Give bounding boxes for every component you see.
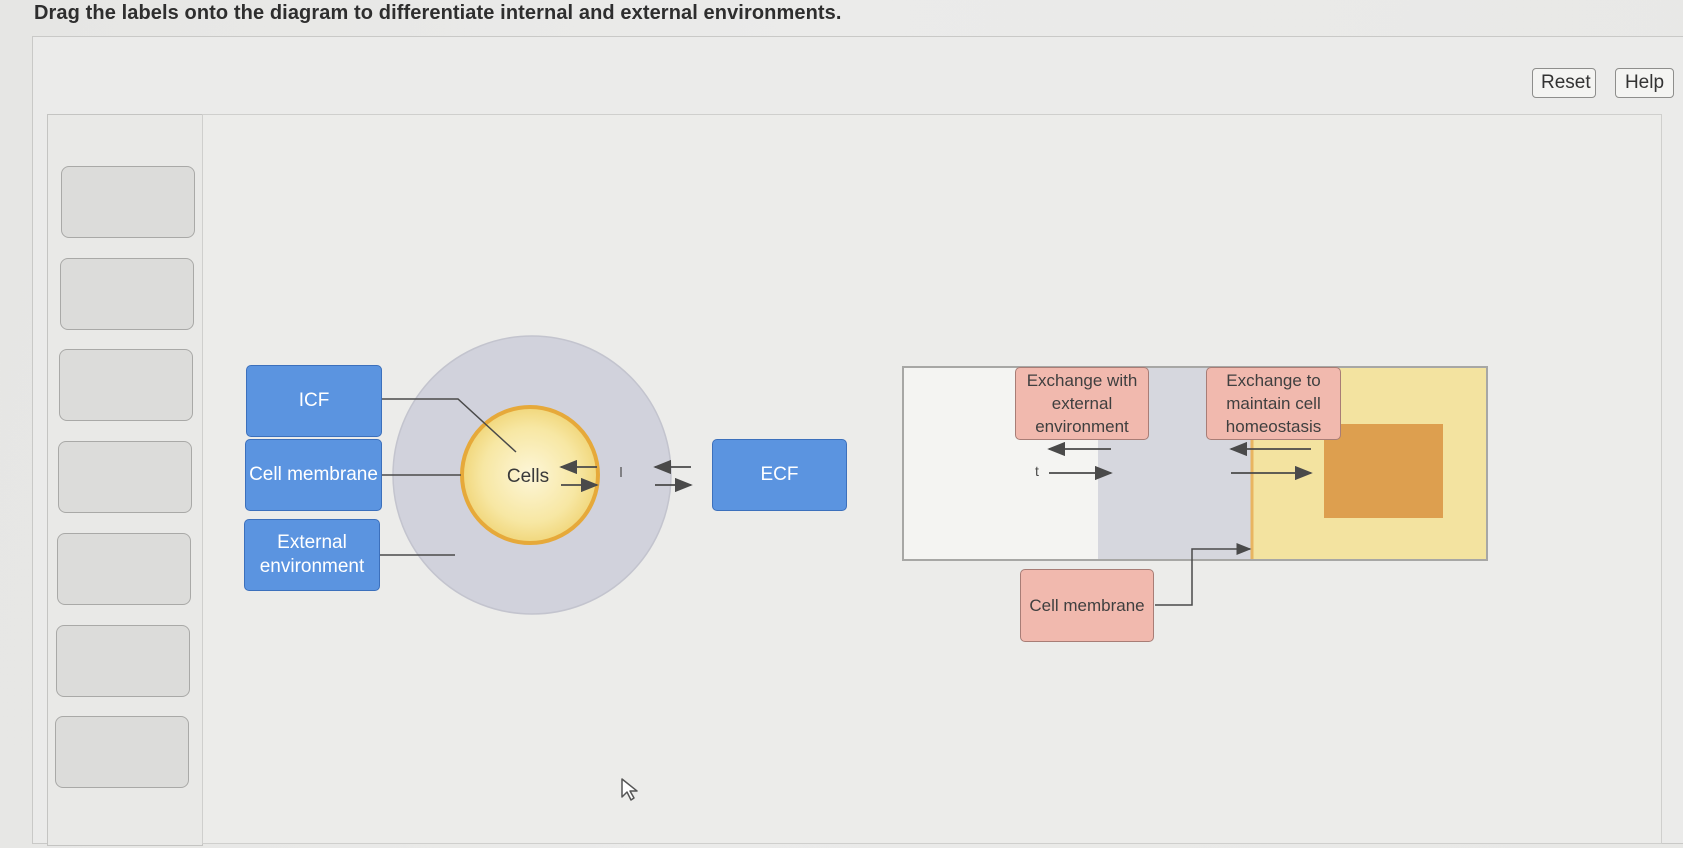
mouse-cursor-icon bbox=[620, 777, 642, 803]
label-icf[interactable]: ICF bbox=[246, 365, 382, 437]
cells-text: Cells bbox=[507, 466, 549, 487]
label-cell-membrane[interactable]: Cell membrane bbox=[245, 439, 382, 511]
label-slot[interactable] bbox=[56, 625, 190, 697]
label-slot[interactable] bbox=[59, 349, 193, 421]
reset-button[interactable]: Reset bbox=[1532, 68, 1596, 98]
diagram-drawing: Cells t bbox=[203, 115, 1661, 843]
label-slot[interactable] bbox=[58, 441, 192, 513]
help-button[interactable]: Help bbox=[1615, 68, 1674, 98]
label-bank bbox=[47, 114, 203, 846]
label-exchange-external[interactable]: Exchange with external environment bbox=[1015, 367, 1149, 440]
label-slot[interactable] bbox=[60, 258, 194, 330]
label-slot[interactable] bbox=[57, 533, 191, 605]
organelle-square bbox=[1324, 424, 1443, 518]
label-external-environment[interactable]: External environment bbox=[244, 519, 380, 591]
label-ecf[interactable]: ECF bbox=[712, 439, 847, 511]
label-slot[interactable] bbox=[55, 716, 189, 788]
diagram-stage: Cells t ICF Cell membrane External envir… bbox=[202, 114, 1662, 844]
stray-text: t bbox=[1035, 463, 1039, 479]
label-cell-membrane-right[interactable]: Cell membrane bbox=[1020, 569, 1154, 642]
label-slot[interactable] bbox=[61, 166, 195, 238]
instructions: Drag the labels onto the diagram to diff… bbox=[34, 2, 842, 25]
label-exchange-homeostasis[interactable]: Exchange to maintain cell homeostasis bbox=[1206, 367, 1341, 440]
